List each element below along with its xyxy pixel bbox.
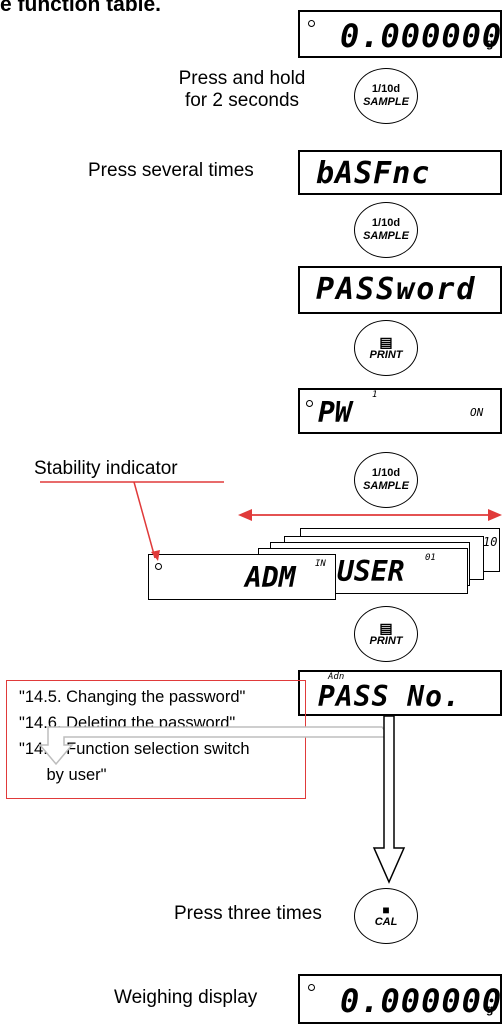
stability-dot-icon bbox=[308, 20, 315, 27]
display-password: PASSword bbox=[298, 266, 502, 314]
label-press-hold: Press and hold for 2 seconds bbox=[178, 68, 306, 111]
display-text: bASFnc bbox=[316, 156, 431, 191]
cal-button-label: CAL bbox=[374, 915, 398, 928]
display-pass-no: Adn PASS No. bbox=[298, 670, 502, 716]
print-button-label: PRINT bbox=[369, 634, 403, 647]
right-arrowhead-icon bbox=[488, 509, 502, 521]
display-admin: ADM IN bbox=[148, 554, 336, 600]
printer-icon: ▤ bbox=[379, 333, 393, 350]
display-value: 0.000000 bbox=[340, 17, 503, 55]
sample-button[interactable]: 1/10d SAMPLE bbox=[354, 452, 418, 508]
display-basfnc: bASFnc bbox=[298, 150, 502, 195]
display-pw: PW 1 ON bbox=[298, 388, 502, 434]
stability-arrowhead-icon bbox=[151, 550, 160, 561]
print-button-label: PRINT bbox=[369, 348, 403, 361]
display-main: ADM bbox=[245, 561, 296, 594]
display-initial: 0.000000 g bbox=[298, 10, 502, 58]
cal-button[interactable]: ■ CAL bbox=[354, 888, 418, 944]
display-top-small: Adn bbox=[328, 672, 345, 682]
stability-dot-icon bbox=[308, 984, 315, 991]
sample-button[interactable]: 1/10d SAMPLE bbox=[354, 202, 418, 258]
reference-line: "14.5. Changing the password" bbox=[19, 688, 246, 706]
printer-icon: ▤ bbox=[379, 619, 393, 636]
label-press-several: Press several times bbox=[88, 160, 254, 181]
display-on: ON bbox=[470, 406, 484, 419]
sample-button-line2: SAMPLE bbox=[363, 480, 409, 492]
display-superscript: 1 bbox=[372, 390, 378, 400]
down-hollow-arrow bbox=[372, 715, 406, 884]
left-arrowhead-icon bbox=[238, 509, 252, 521]
stability-dot-icon bbox=[306, 400, 313, 407]
display-text: 10 bbox=[483, 535, 498, 549]
display-main: PASS No. bbox=[318, 680, 461, 713]
label-stability: Stability indicator bbox=[34, 458, 178, 479]
print-button[interactable]: ▤ PRINT bbox=[354, 320, 418, 376]
label-weighing: Weighing display bbox=[114, 987, 258, 1008]
display-weighing: 0.000000 g bbox=[298, 974, 502, 1024]
sample-button-line1: 1/10d bbox=[371, 83, 401, 95]
weight-icon: ■ bbox=[382, 902, 390, 917]
grey-hollow-arrow bbox=[38, 726, 392, 766]
unit-g: g bbox=[486, 1002, 494, 1016]
sample-button[interactable]: 1/10d SAMPLE bbox=[354, 68, 418, 124]
display-superscript: 01 bbox=[425, 553, 436, 563]
display-main: USER bbox=[337, 555, 405, 588]
print-button[interactable]: ▤ PRINT bbox=[354, 606, 418, 662]
label-press-three: Press three times bbox=[174, 903, 322, 924]
display-superscript: IN bbox=[315, 559, 326, 569]
sample-button-line2: SAMPLE bbox=[363, 96, 409, 108]
display-value: 0.000000 bbox=[340, 982, 503, 1020]
sample-button-line1: 1/10d bbox=[371, 467, 401, 479]
unit-g: g bbox=[486, 36, 494, 50]
sample-button-line2: SAMPLE bbox=[363, 230, 409, 242]
display-text: PASSword bbox=[316, 272, 477, 307]
reference-line: by user" bbox=[19, 766, 107, 784]
cut-title: e function table. bbox=[0, 0, 162, 16]
display-main: PW bbox=[318, 396, 352, 429]
stability-pointer bbox=[133, 481, 156, 559]
reference-line: "14.8. Function selection switch bbox=[19, 740, 250, 758]
stability-dot-icon bbox=[155, 563, 162, 570]
sample-button-line1: 1/10d bbox=[371, 217, 401, 229]
